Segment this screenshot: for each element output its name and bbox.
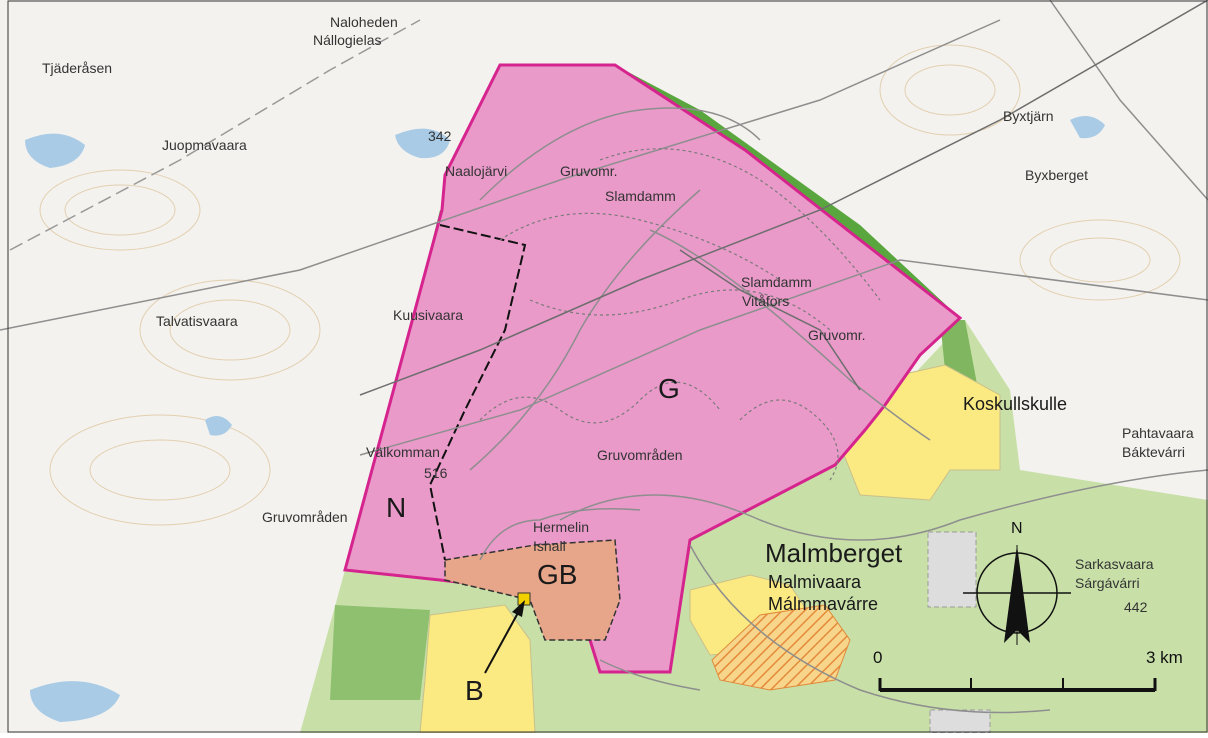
road-network	[0, 0, 1208, 714]
contour-lines	[39, 44, 1181, 526]
label-elev-442: 442	[1124, 599, 1148, 615]
label-gruvomraden-center: Gruvområden	[597, 447, 683, 463]
scale-bar-end-label: 3 km	[1146, 648, 1183, 667]
lake-west	[205, 416, 232, 436]
industry-blocks	[927, 531, 991, 734]
zone-label-b: B	[465, 675, 484, 706]
zone-label-gb: GB	[537, 559, 577, 590]
label-baktevarri: Báktevárri	[1122, 444, 1185, 460]
zone-boundary-dashed	[428, 224, 527, 561]
label-slamdamm-east: Slamdamm	[741, 274, 812, 290]
label-gruvomr-east: Gruvomr.	[808, 327, 866, 343]
zone-label-n: N	[386, 492, 406, 523]
label-hermelin: Hermelin	[533, 519, 589, 535]
town-center-gb	[444, 539, 621, 641]
label-sargavarri: Sárgávárri	[1075, 575, 1140, 591]
label-gruvomraden-west: Gruvområden	[262, 509, 348, 525]
place-labels: Naloheden Nállogielas Tjäderåsen Juopmav…	[42, 14, 1194, 615]
lake-southwest	[30, 681, 120, 722]
compass-north-label: N	[1011, 520, 1023, 537]
label-naloheden: Naloheden	[330, 14, 398, 30]
label-byxtjarn: Byxtjärn	[1003, 108, 1054, 124]
town-labels: Koskullskulle Malmberget Malmivaara Málm…	[765, 394, 1067, 614]
label-tjaderasen: Tjäderåsen	[42, 60, 112, 76]
label-gruvomr-north: Gruvomr.	[560, 163, 618, 179]
label-byxberget: Byxberget	[1025, 167, 1088, 183]
town-label-malmmavarre: Málmmavárre	[768, 594, 878, 614]
label-ishall: Ishall	[533, 538, 566, 554]
b-pointer-arrow	[484, 600, 525, 674]
town-label-malmberget: Malmberget	[765, 538, 903, 568]
map-frame	[7, 0, 1208, 733]
north-arrow-compass: N	[963, 520, 1071, 645]
label-elev-516: 516	[424, 465, 448, 481]
label-valkomman: Välkomman	[366, 444, 440, 460]
lake-juopmavaara	[25, 133, 85, 168]
label-kuusivaara: Kuusivaara	[393, 307, 463, 323]
town-label-malmivaara: Malmivaara	[768, 572, 862, 592]
label-sarkasvaara: Sarkasvaara	[1075, 556, 1154, 572]
label-vitafors: Vitåfors	[742, 293, 789, 309]
label-nallogielas: Nállogielas	[313, 32, 381, 48]
zone-labels: G N GB B	[386, 373, 680, 706]
lake-byxtjarn	[1070, 116, 1105, 139]
dotted-trails	[479, 148, 881, 481]
label-talvatisvaara: Talvatisvaara	[156, 313, 238, 329]
lake-naalojarvi	[395, 128, 450, 159]
green-patch-sw	[330, 605, 430, 700]
label-pahtavaara: Pahtavaara	[1122, 425, 1194, 441]
label-naalojarvi: Naalojärvi	[445, 163, 507, 179]
label-elev-342: 342	[428, 128, 452, 144]
zone-label-g: G	[658, 373, 680, 404]
residential-south	[419, 604, 536, 734]
scale-bar: 0 3 km	[873, 648, 1183, 692]
north-arrow-icon	[1004, 545, 1030, 643]
scale-bar-start-label: 0	[873, 648, 882, 667]
label-juopmavaara: Juopmavaara	[162, 137, 247, 153]
town-label-koskullskulle: Koskullskulle	[963, 394, 1067, 414]
label-slamdamm-north: Slamdamm	[605, 188, 676, 204]
railway-lines	[359, 0, 1208, 396]
